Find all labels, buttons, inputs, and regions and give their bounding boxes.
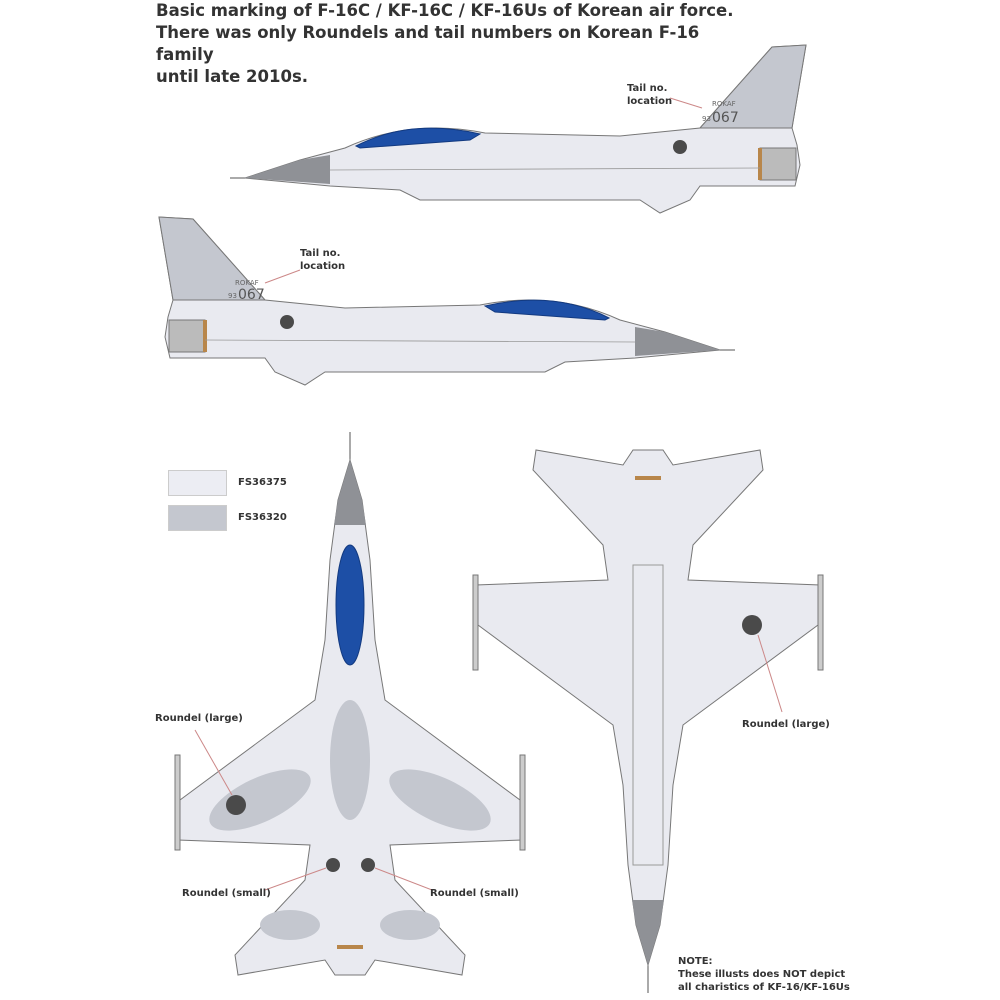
tail-number: 067 — [712, 110, 739, 126]
canopy — [354, 127, 482, 149]
roundel-small-label: Roundel (small) — [182, 888, 271, 899]
note-heading: NOTE: — [678, 956, 713, 967]
swatch-label: FS36375 — [238, 477, 287, 488]
canopy — [335, 544, 365, 666]
swatch-label: FS36320 — [238, 512, 287, 523]
title-line: Basic marking of F-16C / KF-16C / KF-16U… — [156, 1, 734, 20]
roundel-large-icon — [742, 615, 762, 635]
leader-line — [669, 97, 703, 109]
leader-line — [264, 269, 301, 284]
title-line: until late 2010s. — [156, 67, 309, 86]
side-view-right-facing: ROKAF 93 067 — [158, 216, 735, 386]
tail-prefix: ROKAF — [712, 100, 736, 108]
swatch-fs36320 — [168, 505, 227, 531]
roundel-large-label: Roundel (large) — [155, 713, 243, 724]
note-line: These illusts does NOT depict — [678, 969, 846, 980]
roundel-large-icon — [226, 795, 246, 815]
page-title: Basic marking of F-16C / KF-16C / KF-16U… — [156, 0, 756, 88]
roundel-icon — [673, 140, 687, 154]
top-view — [174, 432, 526, 976]
roundel-icon — [280, 315, 294, 329]
roundel-small-label: Roundel (small) — [430, 888, 519, 899]
nose-cone — [245, 155, 330, 184]
tail-serial-prefix: 93 — [702, 115, 711, 123]
nose-cone — [334, 460, 366, 525]
tail-location-label: Tail no. location — [300, 248, 346, 272]
note-line: all charistics of KF-16/KF-16Us — [678, 982, 850, 993]
side-view-left-facing: ROKAF 93 067 — [230, 44, 807, 214]
bottom-view — [472, 449, 824, 993]
tail-fin — [698, 44, 807, 129]
swatch-fs36375 — [168, 470, 227, 496]
tail-prefix: ROKAF — [235, 279, 259, 287]
roundel-large-label: Roundel (large) — [742, 719, 830, 730]
tail-serial-prefix: 93 — [228, 292, 237, 300]
roundel-small-icon — [361, 858, 375, 872]
tail-location-label: Tail no. location — [627, 83, 673, 107]
tail-number: 067 — [238, 287, 265, 303]
roundel-small-icon — [326, 858, 340, 872]
engine-nozzle — [759, 147, 797, 181]
note: NOTE: These illusts does NOT depict all … — [678, 955, 850, 994]
title-line: There was only Roundels and tail numbers… — [156, 23, 700, 64]
